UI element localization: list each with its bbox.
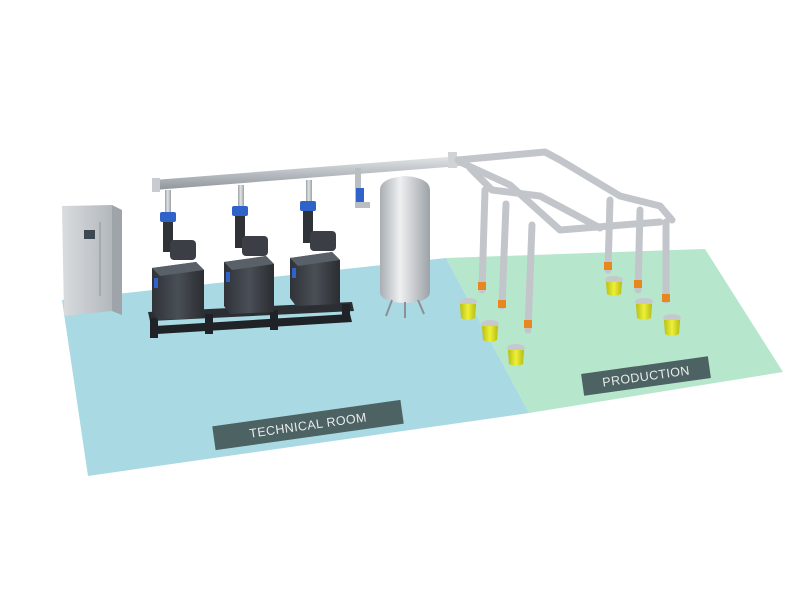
vacuum-pump-3 [290,180,340,306]
distribution-pipes [454,148,676,334]
regulator-icon [498,300,506,308]
vacuum-pump-2 [224,185,274,314]
vacuum-pump-1 [152,190,204,320]
filter-bowl-icon [508,350,524,366]
regulator-icon [478,282,486,290]
filter-bowl-icon [636,304,652,320]
regulator-icon [604,262,612,270]
receiver-tank [355,168,430,318]
pump-3-valve-icon [300,201,316,211]
point-of-use-4 [604,262,623,296]
regulator-icon [634,280,642,288]
filter-bowl-icon [460,304,476,320]
point-of-use-5 [634,280,653,320]
pump-2-valve-icon [232,206,248,216]
point-of-use-1 [459,282,486,320]
tank-valve-icon [356,188,364,202]
point-of-use-2 [481,300,506,342]
filter-bowl-icon [606,282,622,296]
point-of-use-3 [507,320,532,366]
point-of-use-6 [662,294,681,336]
regulator-icon [524,320,532,328]
regulator-icon [662,294,670,302]
pump-3-riser-pipe [306,180,312,202]
main-header-pipe [152,152,460,192]
filter-bowl-icon [664,320,680,336]
pump-2-riser-pipe [238,185,244,207]
pump-1-valve-icon [160,212,176,222]
pump-1-riser-pipe [165,190,171,212]
control-cabinet [62,205,122,316]
filter-bowl-icon [482,326,498,342]
